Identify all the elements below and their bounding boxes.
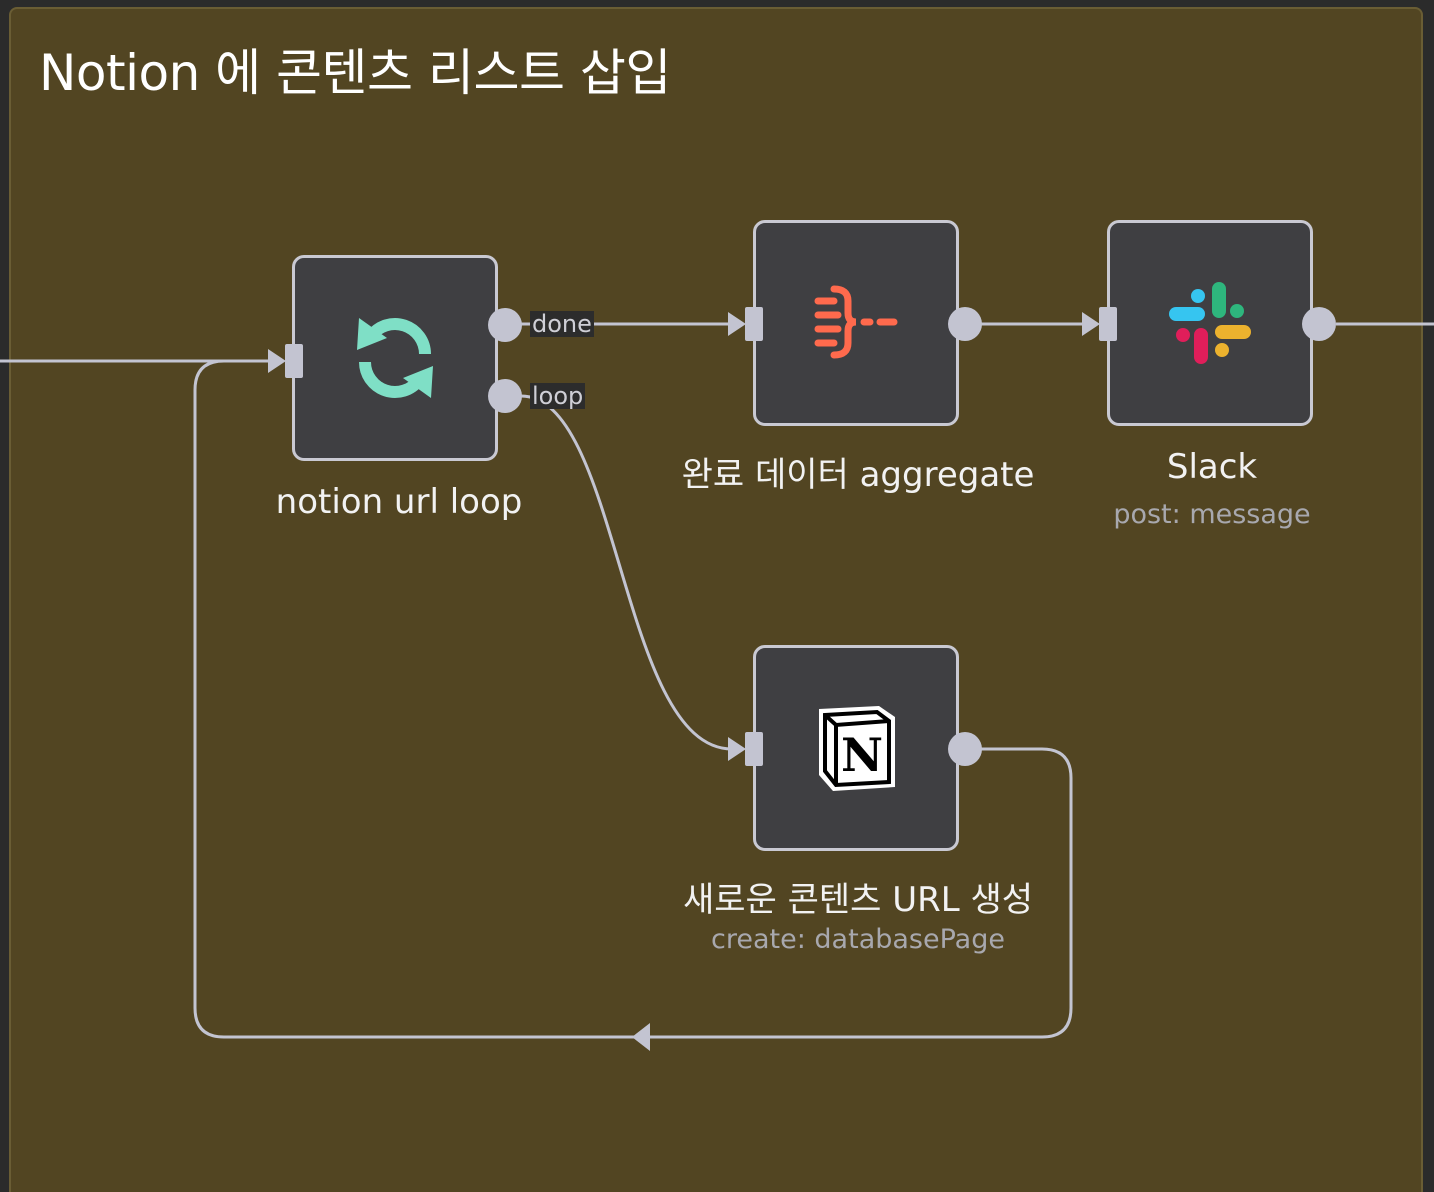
group-title: Notion 에 콘텐츠 리스트 삽입 (39, 44, 671, 102)
done-output-label: done (530, 310, 594, 338)
aggregate-output-handle[interactable] (948, 307, 982, 341)
connection-loop-notion[interactable] (520, 394, 733, 751)
node-notion[interactable]: N (753, 645, 959, 851)
loop-output-label: loop (530, 382, 586, 410)
node-aggregate[interactable] (753, 220, 959, 426)
node-label-aggregate: 완료 데이터 aggregate (681, 455, 1035, 495)
node-label-notion: 새로운 콘텐츠 URL 생성 (682, 880, 1034, 920)
node-subtitle-notion: create: databasePage (711, 924, 1005, 955)
notion-output-handle[interactable] (948, 732, 982, 766)
loop-loop-output-handle[interactable] (488, 379, 522, 413)
arrow-head (728, 737, 746, 761)
slack-input-handle[interactable] (1099, 307, 1117, 341)
notion-icon: N (819, 706, 895, 791)
svg-text:N: N (841, 728, 883, 782)
aggregate-icon (814, 285, 898, 359)
aggregate-input-handle[interactable] (745, 307, 763, 341)
notion-input-handle[interactable] (745, 732, 763, 766)
node-notion-url-loop[interactable] (292, 255, 498, 461)
loop-done-output-handle[interactable] (488, 308, 522, 342)
node-label-slack: Slack (1166, 447, 1258, 487)
arrow-head (268, 349, 286, 373)
arrow-head (632, 1023, 650, 1051)
node-subtitle-slack: post: message (1113, 499, 1311, 530)
slack-output-handle[interactable] (1302, 307, 1336, 341)
slack-icon (1169, 282, 1251, 364)
loop-input-handle[interactable] (285, 344, 303, 378)
refresh-icon (357, 318, 433, 398)
arrow-head (728, 312, 746, 336)
arrow-head (1082, 312, 1100, 336)
node-slack[interactable] (1107, 220, 1313, 426)
sticky-group[interactable]: Notion 에 콘텐츠 리스트 삽입 (9, 7, 1423, 1192)
node-label-loop: notion url loop (275, 482, 523, 522)
